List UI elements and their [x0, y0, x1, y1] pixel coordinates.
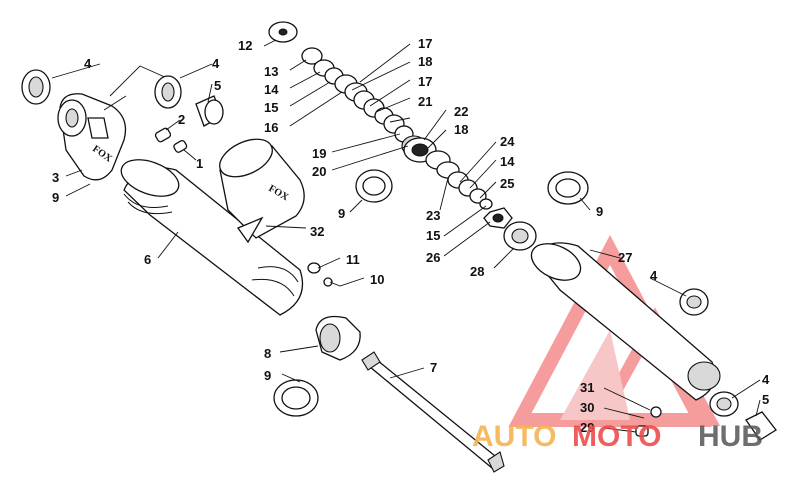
washer-9-middle: [355, 169, 393, 203]
callout-4: 4: [212, 56, 220, 71]
callout-18: 18: [454, 122, 468, 137]
cap-8: [315, 315, 361, 361]
lower-shim-stack: [425, 150, 493, 210]
callout-9: 9: [338, 206, 345, 221]
shaft-7: [361, 351, 505, 473]
callout-19: 19: [312, 146, 326, 161]
seal-head-28: [503, 221, 537, 251]
callout-12: 12: [238, 38, 252, 53]
callout-18: 18: [418, 54, 432, 69]
callout-30: 30: [580, 400, 594, 415]
reservoir-32: FOX: [219, 138, 305, 244]
callout-5: 5: [214, 78, 221, 93]
callout-4: 4: [762, 372, 770, 387]
eyelet-head-3: FOX: [57, 93, 127, 181]
callout-31: 31: [580, 380, 594, 395]
bushing-4-right-lower: [709, 391, 739, 417]
callout-labels: 4 4 5 2 1 3 9 6 12 13 14 15 16 17 18 17 …: [52, 36, 770, 435]
callout-27: 27: [618, 250, 632, 265]
callout-4: 4: [650, 268, 658, 283]
callout-9: 9: [52, 190, 59, 205]
callout-21: 21: [418, 94, 432, 109]
body-27: [530, 242, 721, 401]
callout-6: 6: [144, 252, 151, 267]
watermark-moto: MOTO: [572, 420, 661, 453]
callout-15: 15: [426, 228, 440, 243]
bushing-4-right-upper: [679, 288, 709, 316]
callout-4: 4: [84, 56, 92, 71]
valve-2: [154, 127, 172, 143]
nut-26: [483, 207, 513, 229]
callout-9: 9: [596, 204, 603, 219]
shock-body-6: [120, 159, 304, 316]
watermark-auto: AUTO: [472, 420, 556, 453]
callout-17: 17: [418, 36, 432, 51]
callout-9: 9: [264, 368, 271, 383]
watermark-text: AUTO MOTO HUB: [472, 420, 763, 453]
callout-11: 11: [346, 252, 360, 267]
callout-16: 16: [264, 120, 278, 135]
callout-22: 22: [454, 104, 468, 119]
shim-stack: [268, 21, 427, 157]
ball-10: [323, 277, 333, 287]
callout-32: 32: [310, 224, 324, 239]
callout-20: 20: [312, 164, 326, 179]
valve-29: [635, 425, 649, 437]
callout-28: 28: [470, 264, 484, 279]
callout-17: 17: [418, 74, 432, 89]
callout-7: 7: [430, 360, 437, 375]
callout-8: 8: [264, 346, 271, 361]
ball-31: [650, 406, 662, 418]
washer-9-bottom: [273, 379, 319, 417]
watermark-hub: HUB: [698, 420, 763, 453]
callout-1: 1: [196, 156, 203, 171]
callout-13: 13: [264, 64, 278, 79]
callout-5: 5: [762, 392, 769, 407]
leader-lines: [51, 39, 761, 433]
sleeve-5-top: [195, 95, 224, 127]
callout-29: 29: [580, 420, 594, 435]
washer-9-right: [547, 171, 589, 205]
ball-11: [307, 262, 321, 274]
callout-25: 25: [500, 176, 514, 191]
callout-23: 23: [426, 208, 440, 223]
callout-14: 14: [500, 154, 515, 169]
bushing-4-top: [154, 75, 182, 109]
valve-1: [173, 139, 188, 153]
callout-14: 14: [264, 82, 279, 97]
callout-3: 3: [52, 170, 59, 185]
callout-2: 2: [178, 112, 185, 127]
callout-26: 26: [426, 250, 440, 265]
bushing-4-top-left: [21, 69, 51, 105]
callout-24: 24: [500, 134, 515, 149]
callout-10: 10: [370, 272, 384, 287]
callout-15: 15: [264, 100, 278, 115]
